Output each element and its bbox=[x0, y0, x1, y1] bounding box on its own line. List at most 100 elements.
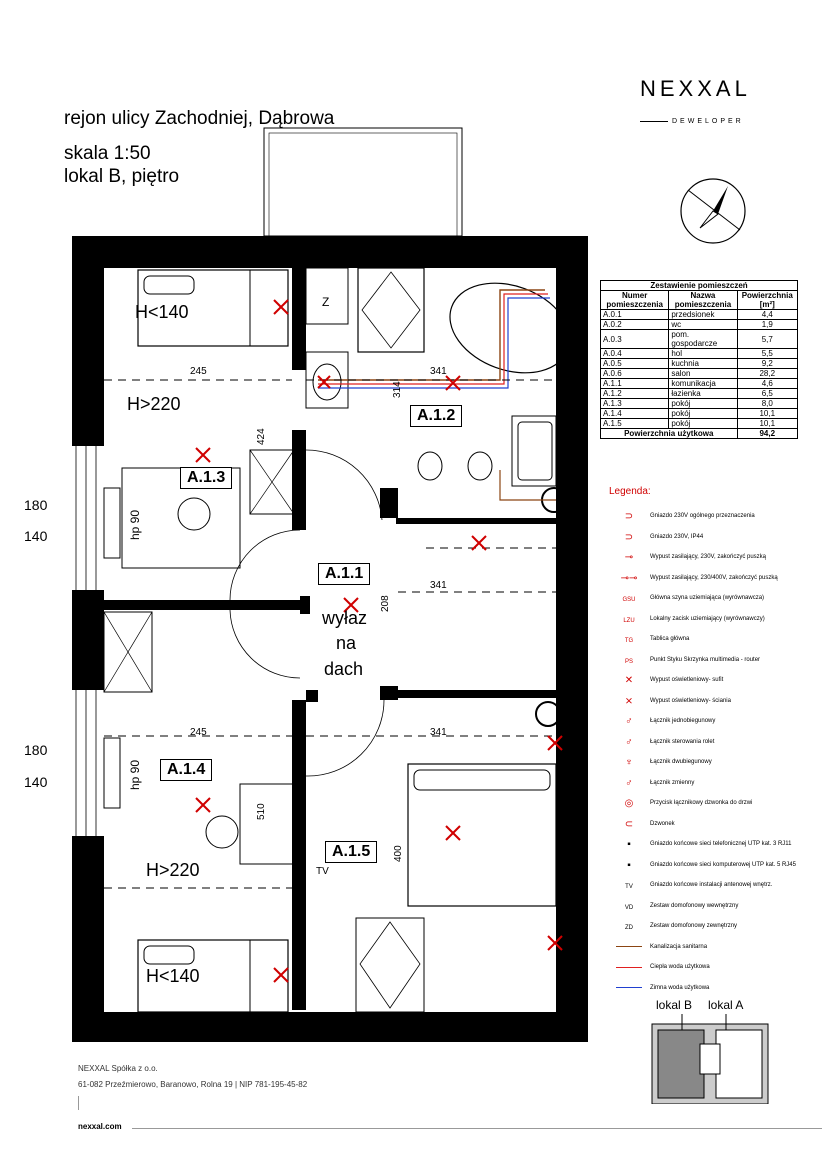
room-number: A.1.4 bbox=[599, 408, 670, 419]
room-area: 10,1 bbox=[736, 408, 799, 419]
floor-plan: Z bbox=[72, 127, 588, 1042]
room-number: A.1.3 bbox=[599, 398, 670, 409]
legend-item-label: Wypust oświetleniowy- sufit bbox=[650, 677, 724, 683]
window-dim-180-a: 180 bbox=[24, 497, 48, 513]
socket-ip44-icon: ⊃ bbox=[624, 531, 634, 543]
key-plan-unit-a: lokal A bbox=[708, 998, 744, 1012]
legend-item-label: Łącznik sterowania rolet bbox=[650, 738, 715, 745]
radiator-note-top: hp 90 bbox=[128, 509, 142, 540]
legend-item-label: Gniazdo końcowe sieci komputerowej UTP k… bbox=[650, 861, 796, 868]
room-number: A.0.6 bbox=[599, 368, 670, 379]
room-label-a14: A.1.4 bbox=[160, 759, 213, 781]
location-title: rejon ulicy Zachodniej, Dąbrowa bbox=[64, 108, 335, 129]
legend-item: ⊸⊸Wypust zasilający, 230/400V, zakończyć… bbox=[614, 572, 814, 588]
bell-icon: ⊂ bbox=[624, 818, 634, 830]
network-socket-icon: ▪ bbox=[627, 859, 631, 871]
room-number: A.0.3 bbox=[599, 329, 670, 349]
legend-item-label: Gniazdo 230V ogólnego przeznaczenia bbox=[650, 513, 755, 519]
legend-item: ♂Łącznik zmienny bbox=[614, 777, 814, 793]
supply-outlet-icon: ⊸ bbox=[624, 552, 634, 563]
footer-website-link[interactable]: nexxal.com bbox=[78, 1122, 122, 1131]
legend-item-label: Zestaw domofonowy zewnętrzny bbox=[650, 923, 738, 929]
double-switch-icon: ♆ bbox=[625, 757, 633, 768]
room-name: łazienka bbox=[668, 388, 738, 399]
dimension-341-bottom: 341 bbox=[430, 727, 447, 738]
legend-item-label: Punkt Styku Skrzynka multimedia - router bbox=[650, 656, 761, 663]
legend-item-label: Łącznik jednobiegunowy bbox=[650, 718, 716, 724]
room-number: A.1.2 bbox=[599, 388, 670, 399]
key-plan-diagram bbox=[651, 1014, 769, 1104]
footer-divider bbox=[78, 1096, 79, 1110]
room-number: A.0.5 bbox=[599, 358, 670, 369]
room-area: 6,5 bbox=[736, 388, 799, 399]
legend-item: Zimna woda użytkowa bbox=[614, 982, 814, 998]
rooms-table-header-area: Powierzchnia [m²] bbox=[736, 290, 799, 310]
legend-item: Ciepła woda użytkowa bbox=[614, 961, 814, 977]
legend-item-label: Ciepła woda użytkowa bbox=[650, 964, 710, 970]
legend-item: ⊂Dzwonek bbox=[614, 818, 814, 834]
room-label-a15: A.1.5 bbox=[325, 841, 378, 863]
dimension-400: 400 bbox=[393, 845, 404, 862]
legend-item: ⨯Wypust oświetleniowy- ściania bbox=[614, 695, 814, 711]
height-note-top-high: H>220 bbox=[127, 394, 181, 414]
legend-item-label: Wypust zasilający, 230V, zakończyć puszk… bbox=[650, 554, 767, 560]
dimension-208: 208 bbox=[380, 595, 391, 612]
room-name: przedsionek bbox=[668, 309, 738, 320]
table-total-row: Powierzchnia użytkowa 94,2 bbox=[600, 428, 799, 439]
legend-item: ▪ Gniazdo końcowe sieci komputerowej UTP … bbox=[614, 859, 814, 875]
legend-symbol-code: VD bbox=[624, 904, 634, 911]
legend-symbol-code: GSU bbox=[622, 597, 636, 603]
rooms-table-caption: Zestawienie pomieszczeń bbox=[600, 280, 798, 291]
room-name: komunikacja bbox=[668, 378, 738, 389]
dimension-424: 424 bbox=[256, 428, 267, 445]
single-switch-icon: ♂ bbox=[625, 716, 633, 727]
dimension-341-mid: 341 bbox=[430, 580, 447, 591]
legend-item-label: Gniazdo końcowe instalacji antenowej wnę… bbox=[650, 882, 773, 888]
room-number: A.1.5 bbox=[599, 418, 670, 429]
room-area: 10,1 bbox=[736, 418, 799, 429]
room-area: 4,6 bbox=[736, 378, 799, 389]
legend-item: ♂ Łącznik jednobiegunowy bbox=[614, 715, 814, 731]
room-area: 1,9 bbox=[736, 319, 799, 330]
doorbell-button-icon: ◎ bbox=[624, 798, 634, 809]
legend-item: ✕ Wypust oświetleniowy- sufit bbox=[614, 674, 814, 690]
dimension-245-top: 245 bbox=[190, 366, 207, 377]
roof-exit-line1: wyłaz bbox=[322, 608, 368, 628]
legend-item-label: Zimna woda użytkowa bbox=[650, 984, 710, 991]
room-number: A.0.2 bbox=[599, 319, 670, 330]
gsu-icon: GSU bbox=[614, 592, 644, 606]
unit-label: lokal B, piętro bbox=[64, 166, 180, 187]
room-name: pokój bbox=[668, 408, 738, 419]
ceiling-light-icon: ✕ bbox=[624, 675, 634, 686]
dimension-314: 314 bbox=[392, 381, 403, 398]
legend-item: Kanalizacja sanitarna bbox=[614, 941, 814, 957]
window-dim-180-b: 180 bbox=[24, 742, 48, 758]
room-name: hol bbox=[668, 348, 738, 359]
tv-socket-label: TV bbox=[316, 866, 329, 877]
room-area: 5,7 bbox=[736, 329, 799, 349]
intercom-inside-icon: VD bbox=[614, 900, 644, 914]
sewer-line-icon bbox=[614, 941, 644, 955]
legend-item: ♆Łącznik dwubiegunowy bbox=[614, 756, 814, 772]
height-note-bottom-high: H>220 bbox=[146, 860, 200, 880]
room-name: salon bbox=[668, 368, 738, 379]
roof-exit-line3: dach bbox=[324, 659, 364, 679]
legend-item: ◎Przycisk łącznikowy dzwonka do drzwi bbox=[614, 797, 814, 813]
legend-item: ⊃Gniazdo 230V, IP44 bbox=[614, 531, 814, 547]
dimension-245-bottom: 245 bbox=[190, 727, 207, 738]
lzu-icon: LZU bbox=[614, 613, 644, 627]
legend-item: ▪Gniazdo końcowe sieci telefonicznej UTP… bbox=[614, 838, 814, 854]
logo-underline bbox=[640, 121, 668, 122]
